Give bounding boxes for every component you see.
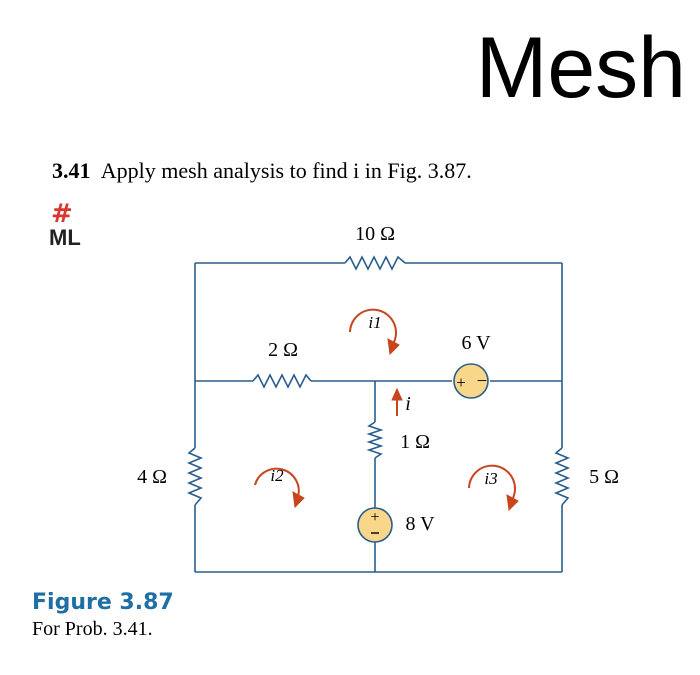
- circuit-wires: [194, 262, 563, 573]
- mesh-arrowhead-i2: [292, 491, 305, 509]
- resistor-5-ohm: [553, 447, 571, 506]
- mesh-arrow-i2: [254, 467, 300, 498]
- label-mesh-i1: i1: [368, 313, 381, 332]
- ml-label: ML: [49, 225, 81, 250]
- problem-statement: 3.41 Apply mesh analysis to find i in Fi…: [52, 158, 472, 184]
- figure-caption: For Prob. 3.41.: [32, 618, 153, 640]
- mesh-arrowhead-i3: [506, 494, 519, 512]
- resistor-4-ohm: [186, 447, 204, 506]
- label-current-i: i: [405, 393, 411, 415]
- resistor-1-ohm: [366, 421, 384, 459]
- label-5-ohm: 5 Ω: [589, 466, 619, 488]
- label-mesh-i3: i3: [484, 469, 497, 488]
- label-1-ohm: 1 Ω: [400, 431, 430, 453]
- problem-text: Apply mesh analysis to find i in Fig. 3.…: [100, 158, 472, 183]
- label-6v: 6 V: [461, 332, 491, 354]
- current-arrow: [391, 387, 403, 416]
- problem-number: 3.41: [52, 158, 91, 183]
- minus-sign: −: [477, 371, 488, 392]
- ml-badge: # ML: [46, 200, 106, 260]
- label-4-ohm: 4 Ω: [137, 466, 167, 488]
- voltage-source-8v: +: [357, 507, 393, 543]
- plus-sign: +: [456, 373, 466, 392]
- figure-label: Figure 3.87: [32, 590, 174, 615]
- label-2-ohm: 2 Ω: [268, 339, 298, 361]
- slide-title: Mesh: [475, 20, 686, 116]
- label-8v: 8 V: [405, 513, 435, 535]
- voltage-source-6v: + −: [453, 363, 489, 399]
- label-10-ohm: 10 Ω: [355, 223, 395, 245]
- mesh-arrow-i3: [468, 464, 516, 501]
- label-mesh-i2: i2: [270, 466, 284, 485]
- hash-icon: #: [51, 199, 73, 229]
- mesh-arrowhead-i1: [387, 338, 400, 356]
- plus-sign: +: [370, 509, 379, 526]
- mesh-arrow-i1: [349, 308, 397, 345]
- resistor-2-ohm: [252, 373, 312, 389]
- resistor-10-ohm: [344, 255, 406, 271]
